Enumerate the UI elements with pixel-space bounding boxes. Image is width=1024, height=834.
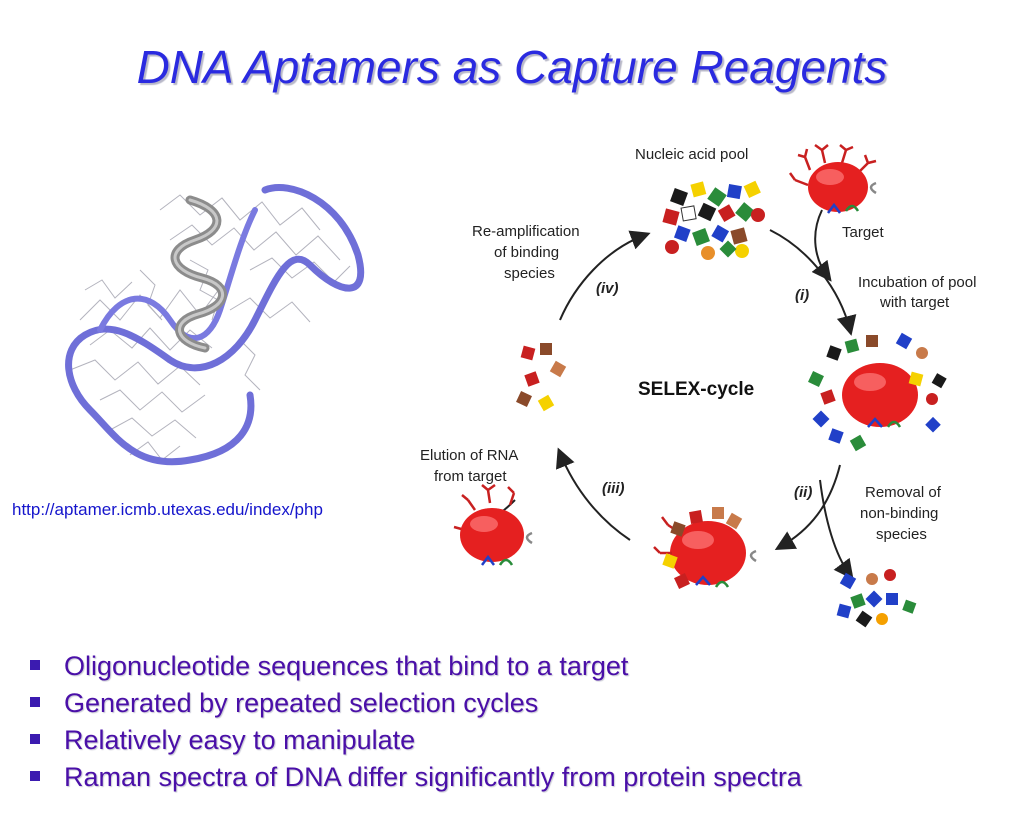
bullet-square-icon	[30, 697, 40, 707]
slide-title: DNA Aptamers as Capture Reagents	[136, 41, 888, 93]
bullet-square-icon	[30, 771, 40, 781]
selex-cycle-diagram: Nucleic acid pool Target Incubation of p…	[420, 143, 976, 628]
nucleic-acid-pool-icon	[662, 180, 765, 260]
label-incubation-line2: with target	[879, 294, 950, 311]
label-reamplification-line1: Re-amplification	[472, 223, 580, 240]
target-molecule-icon	[788, 143, 877, 214]
non-binding-species-icon	[836, 569, 917, 628]
bullet-text: Raman spectra of DNA differ significantl…	[64, 762, 802, 792]
label-reamplification-line2: of binding	[494, 244, 559, 261]
bullet-item: Generated by repeated selection cycles	[30, 685, 802, 722]
binding-species-icon	[516, 343, 567, 412]
selex-cycle-label: SELEX-cycle	[638, 379, 754, 400]
source-link[interactable]: http://aptamer.icmb.utexas.edu/index/php	[12, 500, 323, 519]
label-removal-line2: non-binding	[860, 505, 938, 522]
label-elution-line2: from target	[434, 468, 507, 485]
bullet-item: Relatively easy to manipulate	[30, 722, 802, 759]
bullet-square-icon	[30, 660, 40, 670]
label-reamplification-line3: species	[504, 265, 555, 282]
bullet-text: Relatively easy to manipulate	[64, 725, 416, 755]
bullet-square-icon	[30, 734, 40, 744]
bound-complex-icon	[653, 507, 757, 589]
label-elution-line1: Elution of RNA	[420, 447, 518, 464]
bullet-list: Oligonucleotide sequences that bind to a…	[30, 648, 802, 796]
label-incubation-line1: Incubation of pool	[858, 274, 976, 291]
label-removal-line1: Removal of	[865, 484, 942, 501]
bullet-item: Oligonucleotide sequences that bind to a…	[30, 648, 802, 685]
step-label-iii: (iii)	[602, 480, 625, 497]
dna-aptamer-structure-image	[65, 184, 365, 466]
bullet-item: Raman spectra of DNA differ significantl…	[30, 759, 802, 796]
target-with-pool-icon	[808, 332, 947, 452]
label-removal-line3: species	[876, 526, 927, 543]
step-label-i: (i)	[795, 287, 809, 304]
bullet-text: Generated by repeated selection cycles	[64, 688, 539, 718]
bullet-text: Oligonucleotide sequences that bind to a…	[64, 651, 629, 681]
eluted-target-icon	[453, 483, 533, 566]
step-label-ii: (ii)	[794, 484, 812, 501]
label-target: Target	[842, 224, 885, 241]
step-label-iv: (iv)	[596, 280, 619, 297]
label-nucleic-acid-pool: Nucleic acid pool	[635, 146, 748, 163]
